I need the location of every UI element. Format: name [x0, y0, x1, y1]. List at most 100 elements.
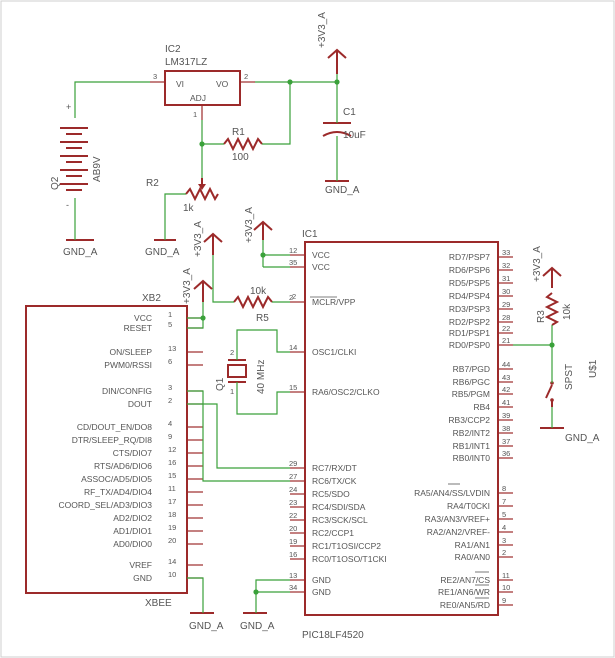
- xb2-name: XB2: [142, 293, 161, 304]
- ic1-pin-label: RA0/AN0: [455, 552, 491, 562]
- supply-3v3-r5: +3V3_A: [193, 221, 223, 257]
- q1-pin-num-1: 1: [230, 387, 234, 396]
- ic1-pin-label: RD6/PSP6: [449, 265, 490, 275]
- xb2-pin: 17 COORD_SEL/AD3/DIO3: [58, 497, 203, 510]
- ic1-pin-number: 43: [502, 373, 510, 382]
- ic2-regulator: IC2 LM317LZ VI VO ADJ 3 2 1: [150, 44, 255, 120]
- gnd-battery: GND_A: [63, 239, 98, 258]
- ic1-pin-label: RB5/PGM: [452, 389, 490, 399]
- ic1-pin-label: RC5/SDO: [312, 489, 350, 499]
- r5-resistor: 10k R5 2: [233, 286, 296, 324]
- r2-value: 1k: [183, 203, 195, 214]
- ic1-pin-label: RD1/PSP1: [449, 328, 490, 338]
- supply-3v3-ic1-label: +3V3_A: [244, 207, 255, 243]
- u1-switch: SPST U$1: [545, 359, 599, 407]
- gnd-xb2: GND_A: [189, 612, 224, 632]
- r5-value: 10k: [250, 286, 267, 297]
- xb2-pin-number: 17: [168, 497, 176, 506]
- ic1-pin-number: 3: [502, 536, 506, 545]
- ic1-pin-label: RE2/AN7/CS: [440, 575, 490, 585]
- ic1-pin-number: 30: [502, 287, 510, 296]
- ic1-pin-label: MCLR/VPP: [312, 297, 356, 307]
- q2-battery: + - Q2 AB9V: [50, 102, 103, 210]
- ic1-pin-number: 15: [289, 383, 297, 392]
- xb2-pin-label: GND: [133, 573, 152, 583]
- supply-3v3-r5-label: +3V3_A: [193, 221, 204, 257]
- ic1-pin-label: RD0/PSP0: [449, 340, 490, 350]
- q1-name: Q1: [215, 377, 226, 391]
- ic1-left-pin: 15 RA6/OSC2/CLKO: [289, 383, 380, 397]
- ic1-pin-label: RA2/AN2/VREF-: [427, 527, 490, 537]
- xb2-pin-number: 18: [168, 510, 176, 519]
- r3-value: 10k: [562, 303, 573, 320]
- ic1-pin-label: RB2/INT2: [453, 428, 491, 438]
- ic1-pin-label: RB7/PGD: [453, 364, 490, 374]
- ic1-pin-label: OSC1/CLKI: [312, 347, 356, 357]
- r1-resistor: R1 100: [223, 127, 263, 163]
- xb2-pin-label: PWM0/RSSI: [104, 360, 152, 370]
- ic1-pin-label: RD2/PSP2: [449, 317, 490, 327]
- ic1-pin-number: 21: [502, 336, 510, 345]
- u1-name: U$1: [588, 359, 599, 378]
- ic1-pin-label: RA6/OSC2/CLKO: [312, 387, 380, 397]
- gnd-ic1: GND_A: [240, 612, 275, 632]
- ic1-left-pin: 24 RC5/SDO: [289, 485, 350, 499]
- ic1-right-pin: 21 RD0/PSP0: [449, 336, 513, 350]
- ic2-pin-adj: ADJ: [190, 93, 206, 103]
- ic1-pin-number: 31: [502, 274, 510, 283]
- ic1-pin-number: 24: [289, 485, 297, 494]
- ic1-pin-number: 23: [289, 498, 297, 507]
- u1-value: SPST: [564, 364, 575, 390]
- xb2-pin-label: CTS/DIO7: [113, 448, 152, 458]
- ic1-pin-label: RE0/AN5/RD: [440, 600, 490, 610]
- xb2-pin-label: AD2/DIO2: [113, 513, 152, 523]
- ic1-pin-number: 7: [502, 497, 506, 506]
- gnd-r2-label: GND_A: [145, 247, 180, 258]
- ic1-pin-number: 10: [502, 583, 510, 592]
- ic1-pin-label: RB1/INT1: [453, 441, 491, 451]
- ic1-pin-label: RA5/AN4/SS/LVDIN: [414, 488, 490, 498]
- ic1-pin-number: 2: [502, 548, 506, 557]
- ic1-pin-label: RC0/T1OSO/T1CKI: [312, 554, 387, 564]
- xb2-pin-label: RF_TX/AD4/DIO4: [84, 487, 152, 497]
- r3-resistor: R3 10k: [536, 292, 573, 326]
- supply-3v3-top: +3V3_A: [317, 12, 347, 74]
- ic1-pin-label: RC4/SDI/SDA: [312, 502, 366, 512]
- r2-potentiometer: R2 1k: [146, 178, 219, 214]
- ic1-pin-number: 20: [289, 524, 297, 533]
- gnd-xb2-label: GND_A: [189, 621, 224, 632]
- xb2-pin-label: COORD_SEL/AD3/DIO3: [58, 500, 152, 510]
- ic2-pin-vi: VI: [176, 79, 184, 89]
- q1-value: 40 MHz: [256, 360, 267, 394]
- ic1-pin-number: 14: [289, 343, 297, 352]
- ic1-pin-label: RA3/AN3/VREF+: [425, 514, 490, 524]
- ic1-pin-number: 19: [289, 537, 297, 546]
- supply-3v3-xb2: +3V3_A: [182, 268, 213, 304]
- ic1-pin-number: 42: [502, 385, 510, 394]
- ic1-pin-label: VCC: [312, 250, 330, 260]
- xb2-pin-label: DIN/CONFIG: [102, 386, 152, 396]
- ic1-pin-label: RD4/PSP4: [449, 291, 490, 301]
- supply-3v3-r3-label: +3V3_A: [532, 246, 543, 282]
- ic1-right-pin: 30 RD4/PSP4: [449, 287, 513, 301]
- xb2-pin-number: 4: [168, 419, 172, 428]
